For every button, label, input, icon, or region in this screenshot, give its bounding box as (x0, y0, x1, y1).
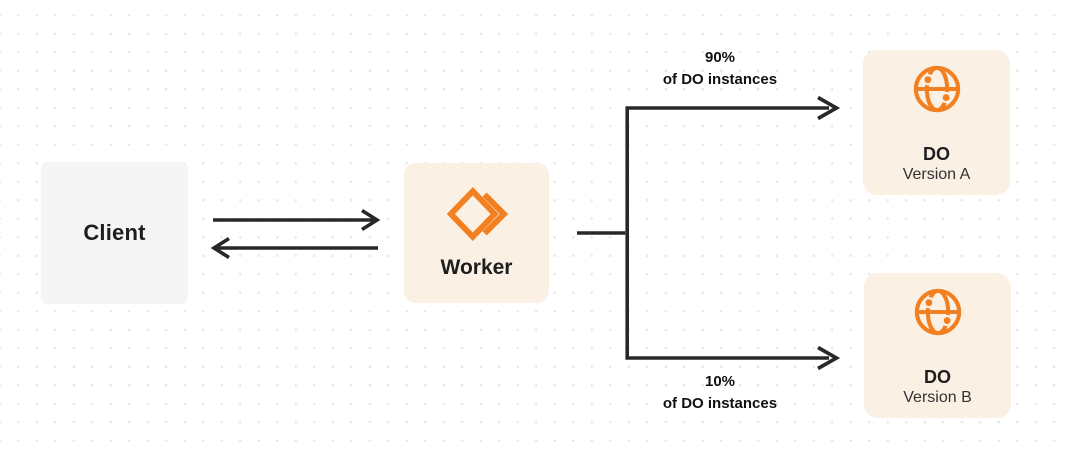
globe-icon (913, 65, 960, 113)
do-a-title: DO (923, 144, 950, 164)
do-b-subtitle: Version B (903, 389, 972, 406)
top-route-percent: 90% (704, 49, 736, 66)
do-version-a-node: DO Version A (863, 50, 1010, 195)
arrowhead-to-version-a-icon (817, 95, 841, 121)
client-label: Client (83, 220, 146, 245)
worker-node: Worker (404, 163, 549, 303)
top-route-label: 90% of DO instances (620, 47, 820, 91)
do-b-title: DO (924, 367, 951, 387)
arrowhead-right-icon (361, 208, 381, 232)
arrowhead-to-version-b-icon (817, 345, 841, 371)
workers-logo-icon (446, 186, 508, 241)
do-a-subtitle: Version A (902, 166, 971, 183)
branch-trunk (625, 106, 829, 360)
client-node: Client (41, 162, 188, 304)
bottom-route-percent: 10% (704, 373, 736, 390)
do-version-b-node: DO Version B (864, 273, 1011, 418)
bottom-route-label: 10% of DO instances (620, 371, 820, 415)
globe-icon (914, 288, 961, 336)
bottom-route-caption: of DO instances (662, 395, 778, 412)
arrowhead-left-icon (210, 236, 230, 260)
worker-label: Worker (440, 255, 513, 279)
top-route-caption: of DO instances (662, 71, 778, 88)
